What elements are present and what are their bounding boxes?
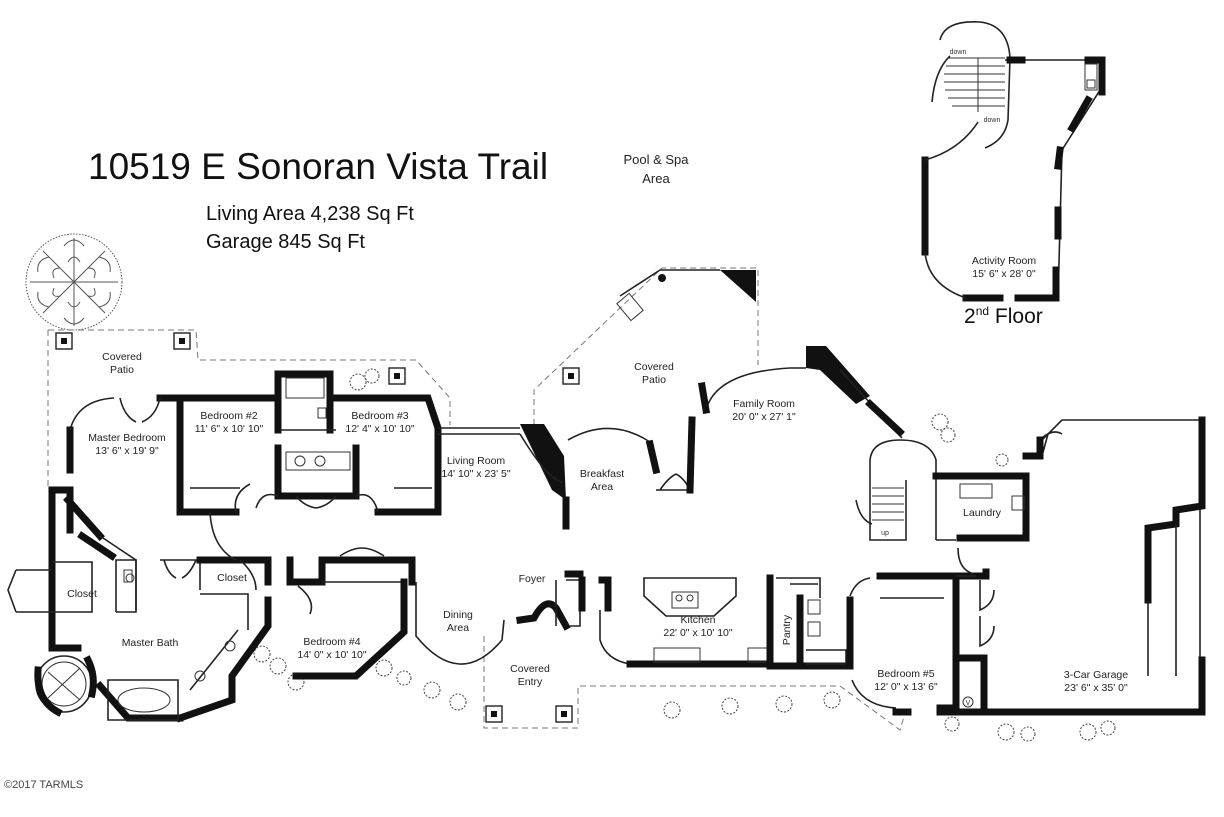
pool-spa-l1: Pool & Spa (623, 152, 689, 167)
family-room-dims: 20' 0" x 27' 1" (732, 411, 796, 423)
tree-icon (25, 233, 123, 331)
master-wing: Master Bedroom 13' 6" x 19' 9" Closet Cl… (7, 394, 272, 723)
garage-dims: 23' 6" x 35' 0" (1064, 682, 1128, 694)
family-room-name: Family Room (733, 398, 795, 410)
bedroom-2-dims: 11' 6" x 10' 10" (195, 423, 264, 435)
dining-area-l2: Area (447, 622, 469, 634)
activity-room-dims: 15' 6" x 28' 0" (972, 268, 1036, 280)
stair-down-label-2: down (984, 117, 1001, 124)
patio-columns (55, 274, 666, 723)
bedroom-4-name: Bedroom #4 (303, 636, 360, 648)
covered-patio-center-l2: Patio (642, 374, 666, 386)
closet-mid-label: Closet (217, 572, 247, 584)
bedroom-3-name: Bedroom #3 (351, 410, 408, 422)
covered-patio-left-l1: Covered (102, 351, 142, 363)
bedroom-3-dims: 12' 4" x 10' 10" (345, 423, 415, 435)
master-bath-label: Master Bath (122, 637, 179, 649)
breakfast-area-l1: Breakfast (580, 468, 624, 480)
breakfast-area-l2: Area (591, 481, 613, 493)
dining-area-l1: Dining (443, 609, 473, 621)
living-core: Living Room 14' 10" x 23' 5" Breakfast A… (438, 269, 1030, 542)
living-room-dims: 14' 10" x 23' 5" (441, 468, 511, 480)
bedroom-wing: Bedroom #2 11' 6" x 10' 10" Bedroom #3 1… (176, 370, 442, 561)
closet-left-label: Closet (67, 588, 97, 600)
master-bedroom-dims: 13' 6" x 19' 9" (95, 445, 159, 457)
activity-room-name: Activity Room (972, 255, 1036, 267)
stair-down-label: down (950, 49, 967, 56)
plan-title: 10519 E Sonoran Vista Trail (88, 146, 549, 187)
living-area-label: Living Area 4,238 Sq Ft (206, 203, 414, 225)
covered-patio-left-l2: Patio (110, 364, 134, 376)
second-floor-label: 2nd Floor (964, 304, 1043, 328)
pool-spa-l2: Area (642, 171, 670, 186)
covered-entry-l2: Entry (518, 676, 543, 688)
laundry-label: Laundry (963, 507, 1002, 519)
covered-entry-l1: Covered (510, 663, 550, 675)
garage-name: 3-Car Garage (1064, 669, 1128, 681)
pantry-label: Pantry (781, 614, 793, 645)
copyright: ©2017 TARMLS (4, 779, 84, 791)
kitchen-dims: 22' 0" x 10' 10" (663, 627, 733, 639)
water-heater-label: V (966, 700, 971, 707)
kitchen-name: Kitchen (680, 614, 715, 626)
living-room-name: Living Room (447, 455, 506, 467)
foyer-label: Foyer (519, 573, 546, 585)
master-bedroom-name: Master Bedroom (88, 432, 166, 444)
bedroom-4-dims: 14' 0" x 10' 10" (297, 649, 367, 661)
covered-patio-center-l1: Covered (634, 361, 674, 373)
front-wing: Bedroom #4 14' 0" x 10' 10" Dining Area … (286, 547, 854, 688)
bedroom-2-name: Bedroom #2 (200, 410, 257, 422)
bedroom-5-name: Bedroom #5 (877, 668, 934, 680)
garage-area-label: Garage 845 Sq Ft (206, 231, 365, 253)
stair-up-label: up (881, 530, 889, 537)
bedroom-5-dims: 12' 0" x 13' 6" (874, 681, 938, 693)
landscape-shrubs (253, 368, 1116, 742)
second-floor-plan: down down Activity Room 15' 6" x 28' 0" (921, 21, 1106, 302)
garage-wing: Bedroom #5 12' 0" x 13' 6" 3-Car Garage … (846, 416, 1206, 716)
